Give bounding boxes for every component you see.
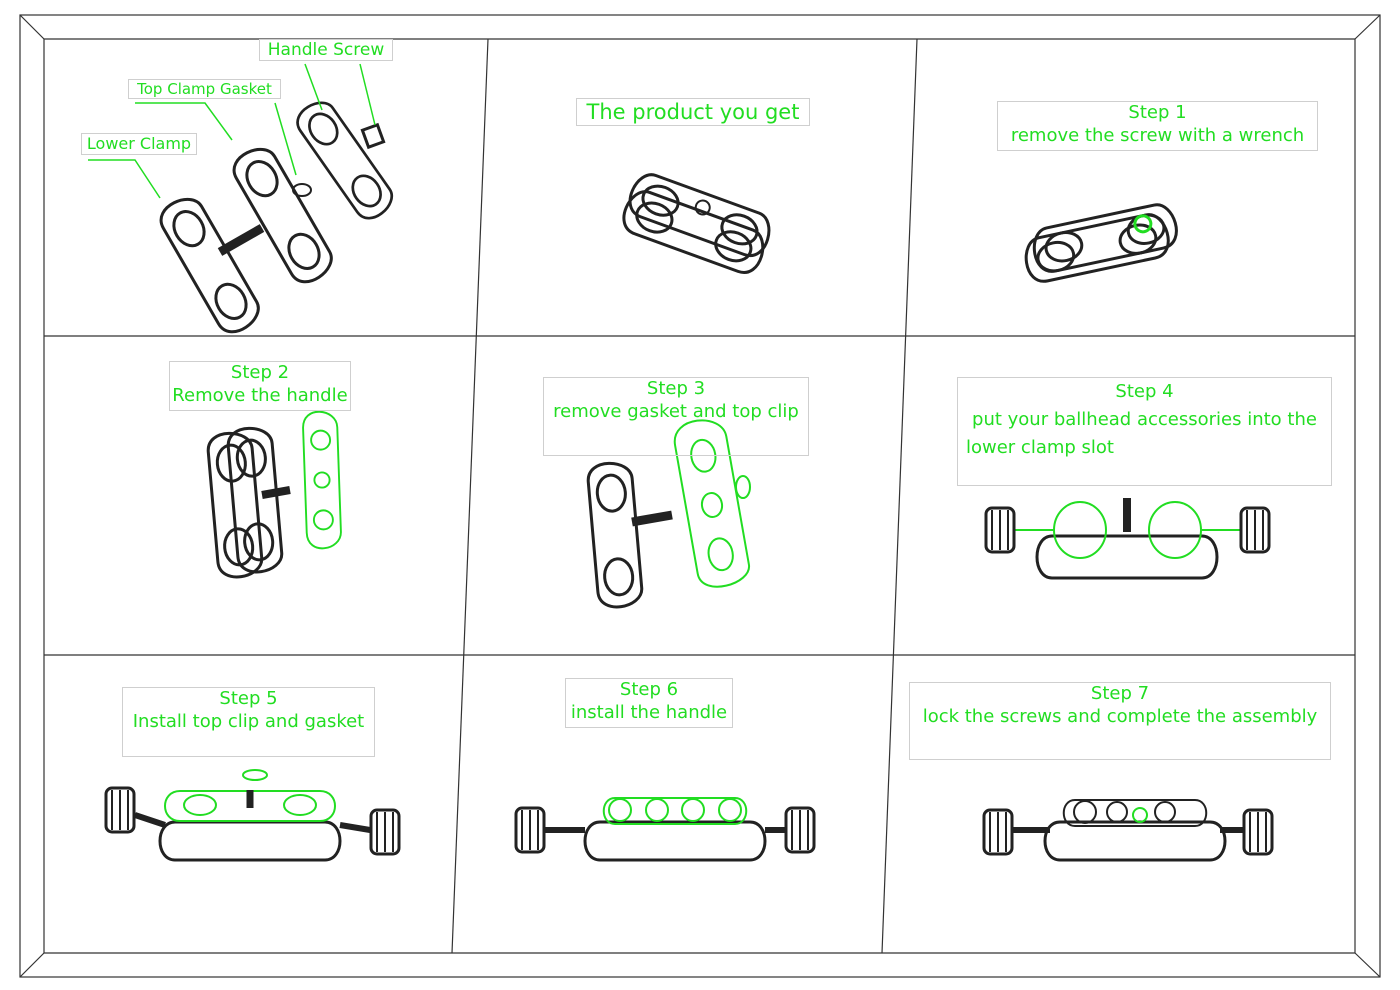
step2-drawing xyxy=(205,410,342,581)
sheet-frame xyxy=(19,14,1381,978)
exploded-view-drawing xyxy=(88,63,400,340)
product-drawing xyxy=(617,168,777,279)
label-product: The product you get xyxy=(576,98,810,126)
step3-text: remove gasket and top clip xyxy=(553,400,799,422)
grid-lines xyxy=(44,38,1355,954)
step4-title: Step 4 xyxy=(1115,381,1174,402)
step2-label: Step 2 Remove the handle xyxy=(169,361,351,411)
step6-text: install the handle xyxy=(570,701,728,723)
step5-label: Step 5 Install top clip and gasket xyxy=(122,687,375,757)
step4-drawing xyxy=(984,498,1271,580)
step2-title: Step 2 xyxy=(230,362,290,383)
step1-title: Step 1 xyxy=(1128,102,1187,123)
step4-label: Step 4 put your ballhead accessories int… xyxy=(957,377,1332,486)
label-top-clamp-gasket: Top Clamp Gasket xyxy=(128,79,281,99)
step4-text-line2: lower clamp slot xyxy=(966,436,1114,458)
step1-drawing xyxy=(1020,200,1182,286)
step2-text: Remove the handle xyxy=(172,384,348,406)
step6-title: Step 6 xyxy=(619,679,679,700)
step6-drawing xyxy=(514,797,816,862)
step1-text: remove the screw with a wrench xyxy=(1010,124,1305,146)
step3-drawing xyxy=(585,419,751,611)
step4-text: put your ballhead accessories into the xyxy=(972,408,1317,430)
label-lower-clamp: Lower Clamp xyxy=(81,133,197,155)
step7-drawing xyxy=(982,799,1274,862)
step7-label: Step 7 lock the screws and complete the … xyxy=(909,682,1331,760)
step5-title: Step 5 xyxy=(219,688,278,709)
step5-text: Install top clip and gasket xyxy=(132,710,365,732)
step3-label: Step 3 remove gasket and top clip xyxy=(543,377,809,456)
step1-label: Step 1 remove the screw with a wrench xyxy=(997,101,1318,151)
step3-title: Step 3 xyxy=(646,378,706,399)
step7-text: lock the screws and complete the assembl… xyxy=(922,705,1318,727)
step6-label: Step 6 install the handle xyxy=(565,678,733,728)
label-handle-screw: Handle Screw xyxy=(259,39,393,61)
step5-drawing xyxy=(104,769,401,862)
step7-title: Step 7 xyxy=(1090,683,1150,704)
